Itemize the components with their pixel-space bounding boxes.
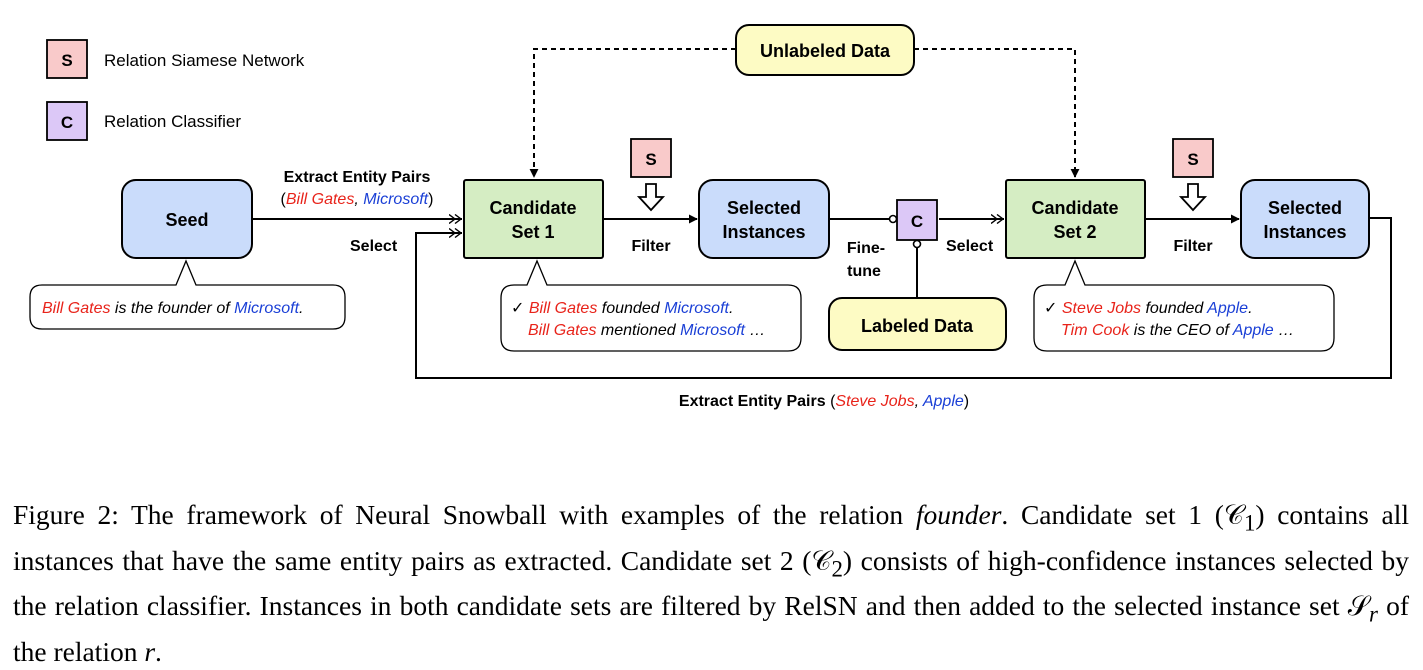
legend-s-badge-text: S [61, 51, 72, 70]
candidate-set-1-callout [500, 259, 802, 352]
legend-c-badge [46, 101, 88, 141]
finetune-port-left [888, 214, 898, 224]
extract-entity-pairs-label: Extract Entity Pairs [284, 169, 431, 186]
extract-entity-pairs-bottom: Extract Entity Pairs (Steve Jobs, Apple) [679, 393, 969, 410]
caption-text-6: . [155, 635, 162, 667]
finetune-label-line1: Fine- [847, 240, 885, 257]
c-node-text: C [911, 212, 923, 231]
candidate-set-2-callout [1033, 259, 1335, 352]
filter-arrow-icon-1 [636, 183, 666, 212]
caption-text-2: . Candidate set 1 ( [1001, 499, 1224, 530]
legend-s-badge [46, 39, 88, 79]
figure-caption: Figure 2: The framework of Neural Snowba… [13, 496, 1409, 670]
labeled-data-label: Labeled Data [861, 316, 974, 336]
extract-entity-pairs-example: (Bill Gates, Microsoft) [281, 191, 434, 208]
candidate-set-2-node [1005, 179, 1146, 259]
candidate-set-2-example-1: ✓ Steve Jobs founded Apple. [1044, 300, 1253, 317]
selected-instances-2-line1: Selected [1268, 198, 1342, 218]
edge-feedback-loop [415, 217, 1392, 379]
selected-instances-1-node [698, 179, 830, 259]
s-node-2-text: S [1187, 150, 1198, 169]
candidate-set-1-example-2: Bill Gates mentioned Microsoft … [528, 322, 765, 339]
finetune-port-bottom [912, 239, 922, 249]
legend-c-label: Relation Classifier [104, 112, 241, 131]
caption-s-symbol: 𝒮r [1347, 590, 1378, 627]
seed-label: Seed [165, 210, 208, 230]
framework-diagram: S Relation Siamese Network C Relation Cl… [29, 24, 1392, 410]
s-node-2 [1172, 138, 1214, 178]
labeled-data-node [828, 297, 1007, 351]
caption-text-3: ) contains all instances that have the s… [13, 499, 1409, 576]
candidate-set-2-example-2: Tim Cook is the CEO of Apple … [1061, 322, 1294, 339]
seed-node [121, 179, 253, 259]
candidate-set-1-line1: Candidate [489, 198, 576, 218]
seed-callout [29, 259, 346, 330]
candidate-set-1-node [463, 179, 604, 259]
seed-callout-text: Bill Gates is the founder of Microsoft. [42, 300, 303, 317]
caption-relation-name: founder [915, 499, 1002, 530]
candidate-set-1-example-1: ✓ Bill Gates founded Microsoft. [511, 300, 733, 317]
select-label-1: Select [350, 238, 398, 255]
edge-unlabeled-to-candidate2 [914, 48, 1080, 178]
filter-arrow-icon-2 [1178, 183, 1208, 212]
selected-instances-2-node [1240, 179, 1370, 259]
select-label-2: Select [946, 238, 994, 255]
s-node-1 [630, 138, 672, 178]
filter-label-2: Filter [1173, 238, 1212, 255]
finetune-label-line2: tune [847, 263, 881, 280]
caption-c2-symbol: 𝒞2 [811, 544, 843, 582]
connectors [252, 48, 1392, 379]
c-node [896, 199, 938, 241]
caption-c1-symbol: 𝒞1 [1223, 499, 1256, 536]
filter-label-1: Filter [631, 238, 670, 255]
edge-unlabeled-to-candidate1 [529, 48, 736, 178]
legend-c-badge-text: C [61, 113, 73, 132]
candidate-set-1-line2: Set 1 [511, 222, 554, 242]
selected-instances-2-line2: Instances [1263, 222, 1346, 242]
caption-r-symbol: r [144, 635, 156, 667]
candidate-set-2-line2: Set 2 [1053, 222, 1096, 242]
legend-s-label: Relation Siamese Network [104, 51, 305, 70]
caption-text-4: ) consists of high-confidence instances … [13, 544, 1409, 622]
unlabeled-data-label: Unlabeled Data [760, 41, 891, 61]
legend: S Relation Siamese Network C Relation Cl… [46, 39, 305, 141]
s-node-1-text: S [645, 150, 656, 169]
unlabeled-data-node [735, 24, 915, 76]
selected-instances-1-line2: Instances [722, 222, 805, 242]
caption-paragraph: Figure 2: The framework of Neural Snowba… [13, 496, 1409, 670]
selected-instances-1-line1: Selected [727, 198, 801, 218]
candidate-set-2-line1: Candidate [1031, 198, 1118, 218]
caption-text-1: Figure 2: The framework of Neural Snowba… [13, 499, 916, 530]
